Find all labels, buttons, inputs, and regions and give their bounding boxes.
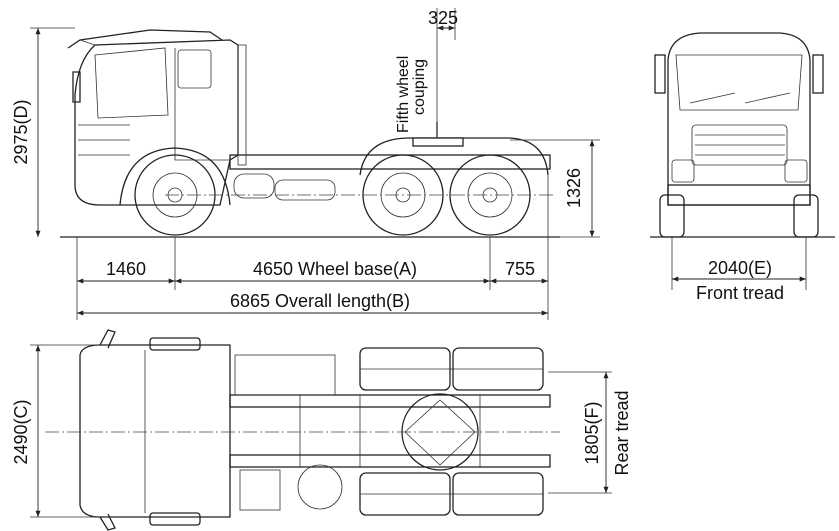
- front-overhang-label: 1460: [106, 259, 146, 279]
- top-view: [45, 329, 560, 531]
- side-dimensions: 2975(D) 325 Fifth wheel couping 1326 146…: [11, 8, 600, 320]
- fifth-wheel-label-1: Fifth wheel: [395, 56, 412, 133]
- front-tread-label: Front tread: [696, 283, 784, 303]
- front-tread-value: 2040(E): [708, 258, 772, 278]
- front-dimensions: 2040(E) Front tread: [671, 237, 807, 303]
- overall-height-label: 2975(D): [11, 99, 31, 164]
- rear-tread-label: Rear tread: [612, 390, 632, 475]
- wheel-base-label: 4650 Wheel base(A): [253, 259, 417, 279]
- cab-top-height-label: 325: [428, 8, 458, 28]
- top-dimensions: 2490(C) 1805(F) Rear tread: [11, 344, 632, 518]
- front-view: [650, 32, 835, 238]
- rear-tread-value: 1805(F): [582, 401, 602, 464]
- side-view: [60, 29, 560, 238]
- fifth-wheel-height-label: 1326: [564, 168, 584, 208]
- overall-width-label: 2490(C): [11, 399, 31, 464]
- overall-length-label: 6865 Overall length(B): [230, 291, 410, 311]
- fifth-wheel-label-2: couping: [411, 59, 428, 115]
- rear-overhang-label: 755: [505, 259, 535, 279]
